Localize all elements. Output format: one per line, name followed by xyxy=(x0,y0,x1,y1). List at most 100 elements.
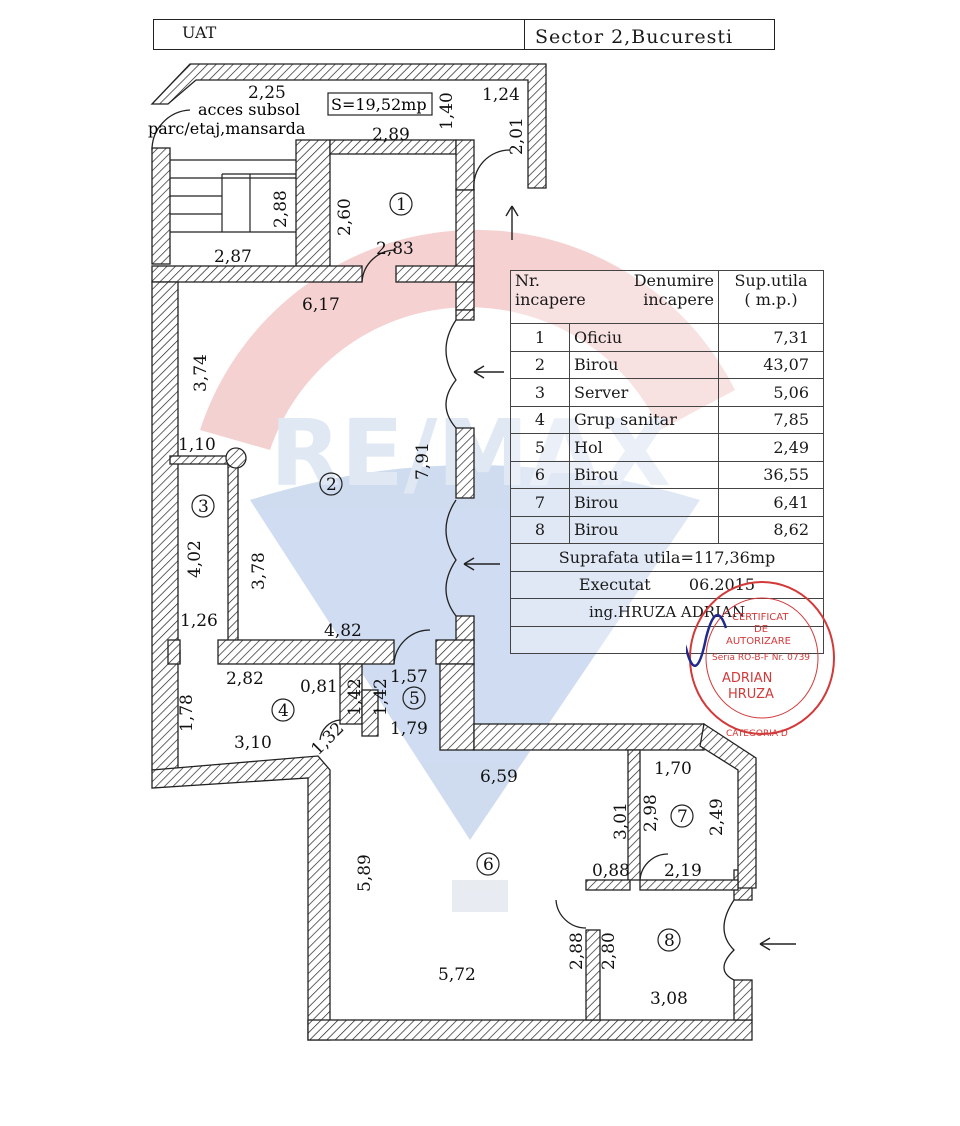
room-number-circle xyxy=(319,472,343,496)
stamp-line-3: AUTORIZARE xyxy=(726,636,791,647)
table-row: 6 Birou 36,55 xyxy=(510,460,824,489)
room-number-circle xyxy=(476,852,500,876)
cell-area: 8,62 xyxy=(718,515,824,544)
cell-area: 7,31 xyxy=(718,323,824,352)
table-total-row: Suprafata utila=117,36mp xyxy=(510,543,824,572)
room-number: 7 xyxy=(677,807,688,827)
table-header-area: Sup.utila ( m.p.) xyxy=(718,270,824,324)
dim-label: 1,40 xyxy=(437,92,457,130)
room-number-circle xyxy=(402,686,426,710)
stamp-category: CATEGORIA D xyxy=(726,729,788,738)
cell-name: Birou xyxy=(569,460,719,489)
cell-name: Hol xyxy=(569,433,719,462)
dim-label: 4,02 xyxy=(185,540,205,578)
stamp-line-4: Seria RO-B-F Nr. 0739 xyxy=(712,653,810,663)
cell-area: 5,06 xyxy=(718,378,824,407)
stamp-line-2: DE xyxy=(754,624,768,635)
cell-nr: 8 xyxy=(510,515,570,544)
dimension-labels: 2,25 1,40 1,24 2,89 2,01 2,88 2,60 2,87 … xyxy=(177,83,727,1009)
room-number: 8 xyxy=(664,931,675,951)
room-number: 5 xyxy=(409,689,420,709)
signature-icon xyxy=(686,614,728,668)
header-nr-2: incapere xyxy=(515,290,586,309)
cell-area: 2,49 xyxy=(718,433,824,462)
dim-label: 0,81 xyxy=(300,677,338,697)
dim-label: 2,83 xyxy=(376,239,414,259)
room-number-circle xyxy=(670,804,694,828)
uat-label: UAT xyxy=(154,20,525,49)
room-number-circle xyxy=(191,494,215,518)
dim-label: 1,32 xyxy=(307,719,348,760)
table-header-row: Nr. Denumire incapere incapere Sup.utila… xyxy=(510,270,824,324)
dim-label: 1,70 xyxy=(654,759,692,779)
dim-label: 1,42 xyxy=(371,678,391,716)
dim-label: 4,82 xyxy=(324,621,362,641)
cell-nr: 3 xyxy=(510,378,570,407)
area-box xyxy=(327,92,433,116)
dim-label: 2,88 xyxy=(567,932,587,970)
dim-label: 2,60 xyxy=(335,198,355,236)
dim-label: 0,88 xyxy=(592,861,630,881)
cell-area: 36,55 xyxy=(718,460,824,489)
dim-label: 3,78 xyxy=(249,552,269,590)
header-sup-1: Sup.utila xyxy=(734,271,808,290)
cell-nr: 2 xyxy=(510,350,570,379)
dim-label: 1,42 xyxy=(345,678,365,716)
room-number: 3 xyxy=(198,497,209,517)
table-executat-row: Executat 06.2015 xyxy=(510,570,824,599)
room-schedule-table: Nr. Denumire incapere incapere Sup.utila… xyxy=(510,270,824,654)
table-row: 4 Grup sanitar 7,85 xyxy=(510,405,824,434)
dim-label: 2,19 xyxy=(664,861,702,881)
room-number: 1 xyxy=(396,195,407,215)
dim-label: 7,91 xyxy=(413,442,433,480)
cell-name: Grup sanitar xyxy=(569,405,719,434)
dim-label: 6,59 xyxy=(480,767,518,787)
header-den-2: incapere xyxy=(643,290,714,309)
cell-nr: 7 xyxy=(510,488,570,517)
table-row: 8 Birou 8,62 xyxy=(510,515,824,544)
table-row: 2 Birou 43,07 xyxy=(510,350,824,379)
stamp-name-2: HRUZA xyxy=(728,687,774,702)
header-den-1: Denumire xyxy=(633,271,714,290)
cell-name: Birou xyxy=(569,488,719,517)
room-number-circle xyxy=(389,192,413,216)
dim-label: 2,49 xyxy=(707,798,727,836)
cell-nr: 5 xyxy=(510,433,570,462)
room-number-circle xyxy=(657,928,681,952)
stamp-name-1: ADRIAN xyxy=(722,671,772,686)
engineer-name: ing.HRUZA ADRIAN xyxy=(510,598,824,627)
room-number: 6 xyxy=(483,855,494,875)
table-empty-row xyxy=(510,625,824,654)
cell-nr: 1 xyxy=(510,323,570,352)
acces-text-2: parc/etaj,mansarda xyxy=(148,119,306,138)
walls xyxy=(150,63,757,1041)
table-row: 7 Birou 6,41 xyxy=(510,488,824,517)
cell-name: Birou xyxy=(569,350,719,379)
header-nr-1: Nr. xyxy=(515,271,540,290)
dim-label: 2,87 xyxy=(214,247,252,267)
column xyxy=(225,447,247,469)
cell-area: 43,07 xyxy=(718,350,824,379)
table-row: 1 Oficiu 7,31 xyxy=(510,323,824,352)
stair xyxy=(170,159,296,233)
cell-name: Birou xyxy=(569,515,719,544)
uat-header-box: UAT Sector 2,Bucuresti xyxy=(153,19,775,50)
header-sup-2: ( m.p.) xyxy=(744,290,798,309)
uat-location: Sector 2,Bucuresti xyxy=(535,26,734,48)
cell-nr: 4 xyxy=(510,405,570,434)
empty-cell xyxy=(510,625,824,654)
dim-label: 5,89 xyxy=(355,854,375,892)
executat-date: 06.2015 xyxy=(688,575,756,595)
dim-label: 1,10 xyxy=(178,435,216,455)
dim-label: 3,74 xyxy=(191,354,211,392)
cell-area: 7,85 xyxy=(718,405,824,434)
dim-label: 1,24 xyxy=(482,85,520,105)
dim-label: 3,10 xyxy=(234,733,272,753)
table-engineer-row: ing.HRUZA ADRIAN xyxy=(510,598,824,627)
dim-label: 3,01 xyxy=(611,802,631,840)
entry-arrows xyxy=(463,205,796,951)
dim-label: 2,88 xyxy=(271,190,291,228)
cell-nr: 6 xyxy=(510,460,570,489)
dim-label: 1,57 xyxy=(390,667,428,687)
stamp-line-1: CERTIFICAT xyxy=(732,612,789,623)
